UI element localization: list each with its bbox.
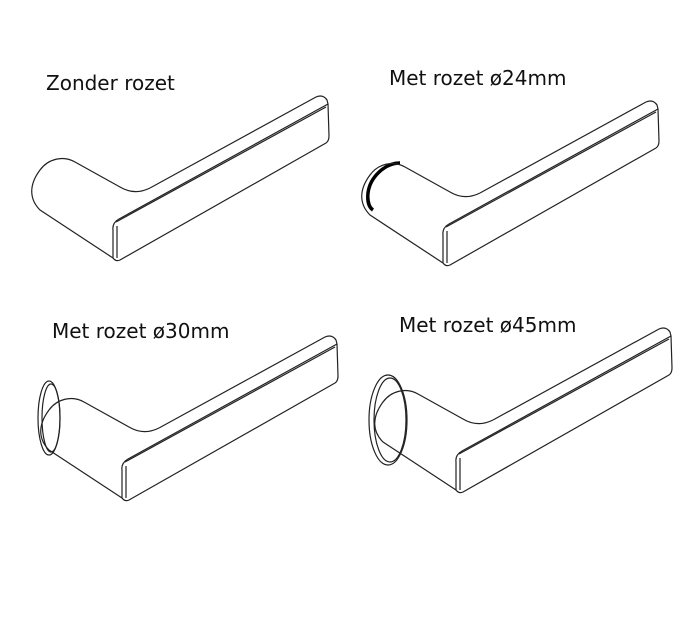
label-rozet-24: Met rozet ø24mm (389, 66, 567, 90)
handle-rozet-30 (37, 335, 339, 502)
label-rozet-30: Met rozet ø30mm (52, 319, 230, 343)
handle-zonder-rozet (31, 95, 330, 262)
label-rozet-45: Met rozet ø45mm (399, 313, 577, 337)
handle-rozet-24 (361, 100, 660, 267)
label-zonder-rozet: Zonder rozet (46, 71, 175, 95)
handle-rozet-45 (368, 327, 673, 494)
